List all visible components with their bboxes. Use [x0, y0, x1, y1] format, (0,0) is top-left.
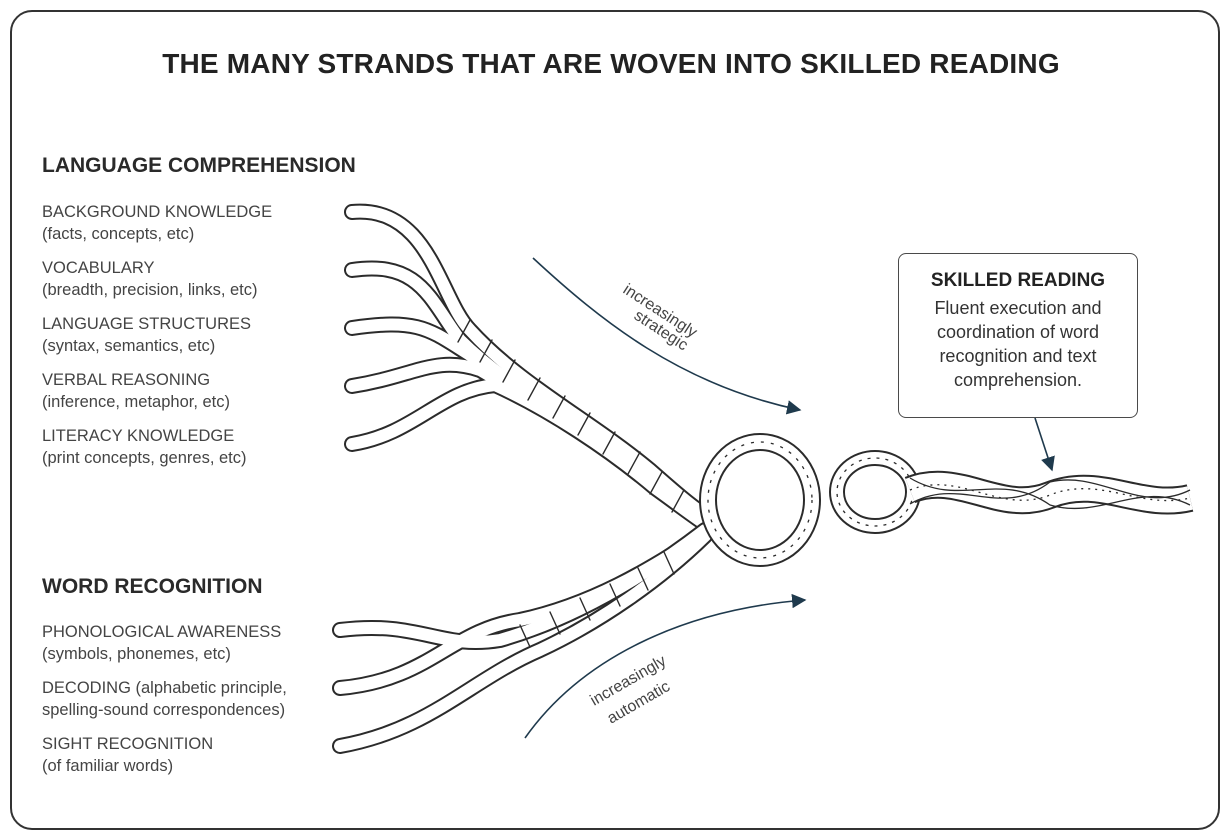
strand-label-decoding: DECODING (alphabetic principle, spelling… — [42, 677, 287, 721]
strand-name: LANGUAGE STRUCTURES — [42, 315, 252, 333]
language-comprehension-heading: LANGUAGE COMPREHENSION — [42, 154, 356, 177]
strand-detail: (breadth, precision, links, etc) — [42, 281, 258, 299]
rope-loop-1 — [699, 433, 821, 567]
strand-name: SIGHT RECOGNITION — [42, 735, 214, 753]
strand-detail: (print concepts, genres, etc) — [42, 449, 247, 467]
strand-detail: (syntax, semantics, etc) — [42, 337, 216, 355]
strand-name: BACKGROUND KNOWLEDGE — [42, 203, 273, 221]
strand-name: VOCABULARY — [42, 259, 155, 277]
strand-detail: spelling-sound correspondences) — [42, 701, 286, 719]
strand-detail: (inference, metaphor, etc) — [42, 393, 231, 411]
language-comprehension-strands — [344, 203, 713, 532]
strand-label-background-knowledge: BACKGROUND KNOWLEDGE (facts, concepts, e… — [42, 201, 272, 245]
lower-strand-fill — [334, 524, 711, 752]
woven-rope — [699, 433, 1194, 567]
strand-name: VERBAL REASONING — [42, 371, 211, 389]
upper-strand-fill — [346, 205, 711, 530]
strand-label-verbal-reasoning: VERBAL REASONING (inference, metaphor, e… — [42, 369, 230, 413]
diagram-title: THE MANY STRANDS THAT ARE WOVEN INTO SKI… — [162, 48, 1060, 79]
strand-name: DECODING (alphabetic principle, — [42, 679, 287, 697]
strand-detail: (symbols, phonemes, etc) — [42, 645, 231, 663]
strand-name: LITERACY KNOWLEDGE — [42, 427, 235, 445]
skilled-reading-heading: SKILLED READING — [930, 270, 1106, 291]
automatic-arrow — [524, 593, 807, 739]
strand-label-language-structures: LANGUAGE STRUCTURES (syntax, semantics, … — [42, 313, 251, 357]
lower-twist-marks — [519, 551, 675, 648]
strand-name: PHONOLOGICAL AWARENESS — [42, 623, 282, 641]
upper-twist-marks — [457, 319, 685, 513]
skilled-reading-box: SKILLED READING Fluent execution and coo… — [898, 253, 1138, 418]
rope-diagram: increasingly strategic increasingly auto… — [332, 203, 1194, 754]
rope-loop-2 — [829, 450, 921, 534]
strand-label-phonological-awareness: PHONOLOGICAL AWARENESS (symbols, phoneme… — [42, 621, 281, 665]
strategic-arrow — [532, 257, 802, 415]
rope-tail — [904, 470, 1194, 515]
strand-label-sight-recognition: SIGHT RECOGNITION (of familiar words) — [42, 733, 213, 777]
strand-label-literacy-knowledge: LITERACY KNOWLEDGE (print concepts, genr… — [42, 425, 247, 469]
strand-detail: (facts, concepts, etc) — [42, 225, 195, 243]
strand-detail: (of familiar words) — [42, 757, 174, 775]
word-recognition-heading: WORD RECOGNITION — [42, 575, 263, 598]
skilled-reading-description: Fluent execution and coordination of wor… — [934, 298, 1102, 390]
skilled-reading-pointer-arrow — [1034, 417, 1055, 472]
word-recognition-strands — [332, 522, 713, 754]
strand-label-vocabulary: VOCABULARY (breadth, precision, links, e… — [42, 257, 258, 301]
